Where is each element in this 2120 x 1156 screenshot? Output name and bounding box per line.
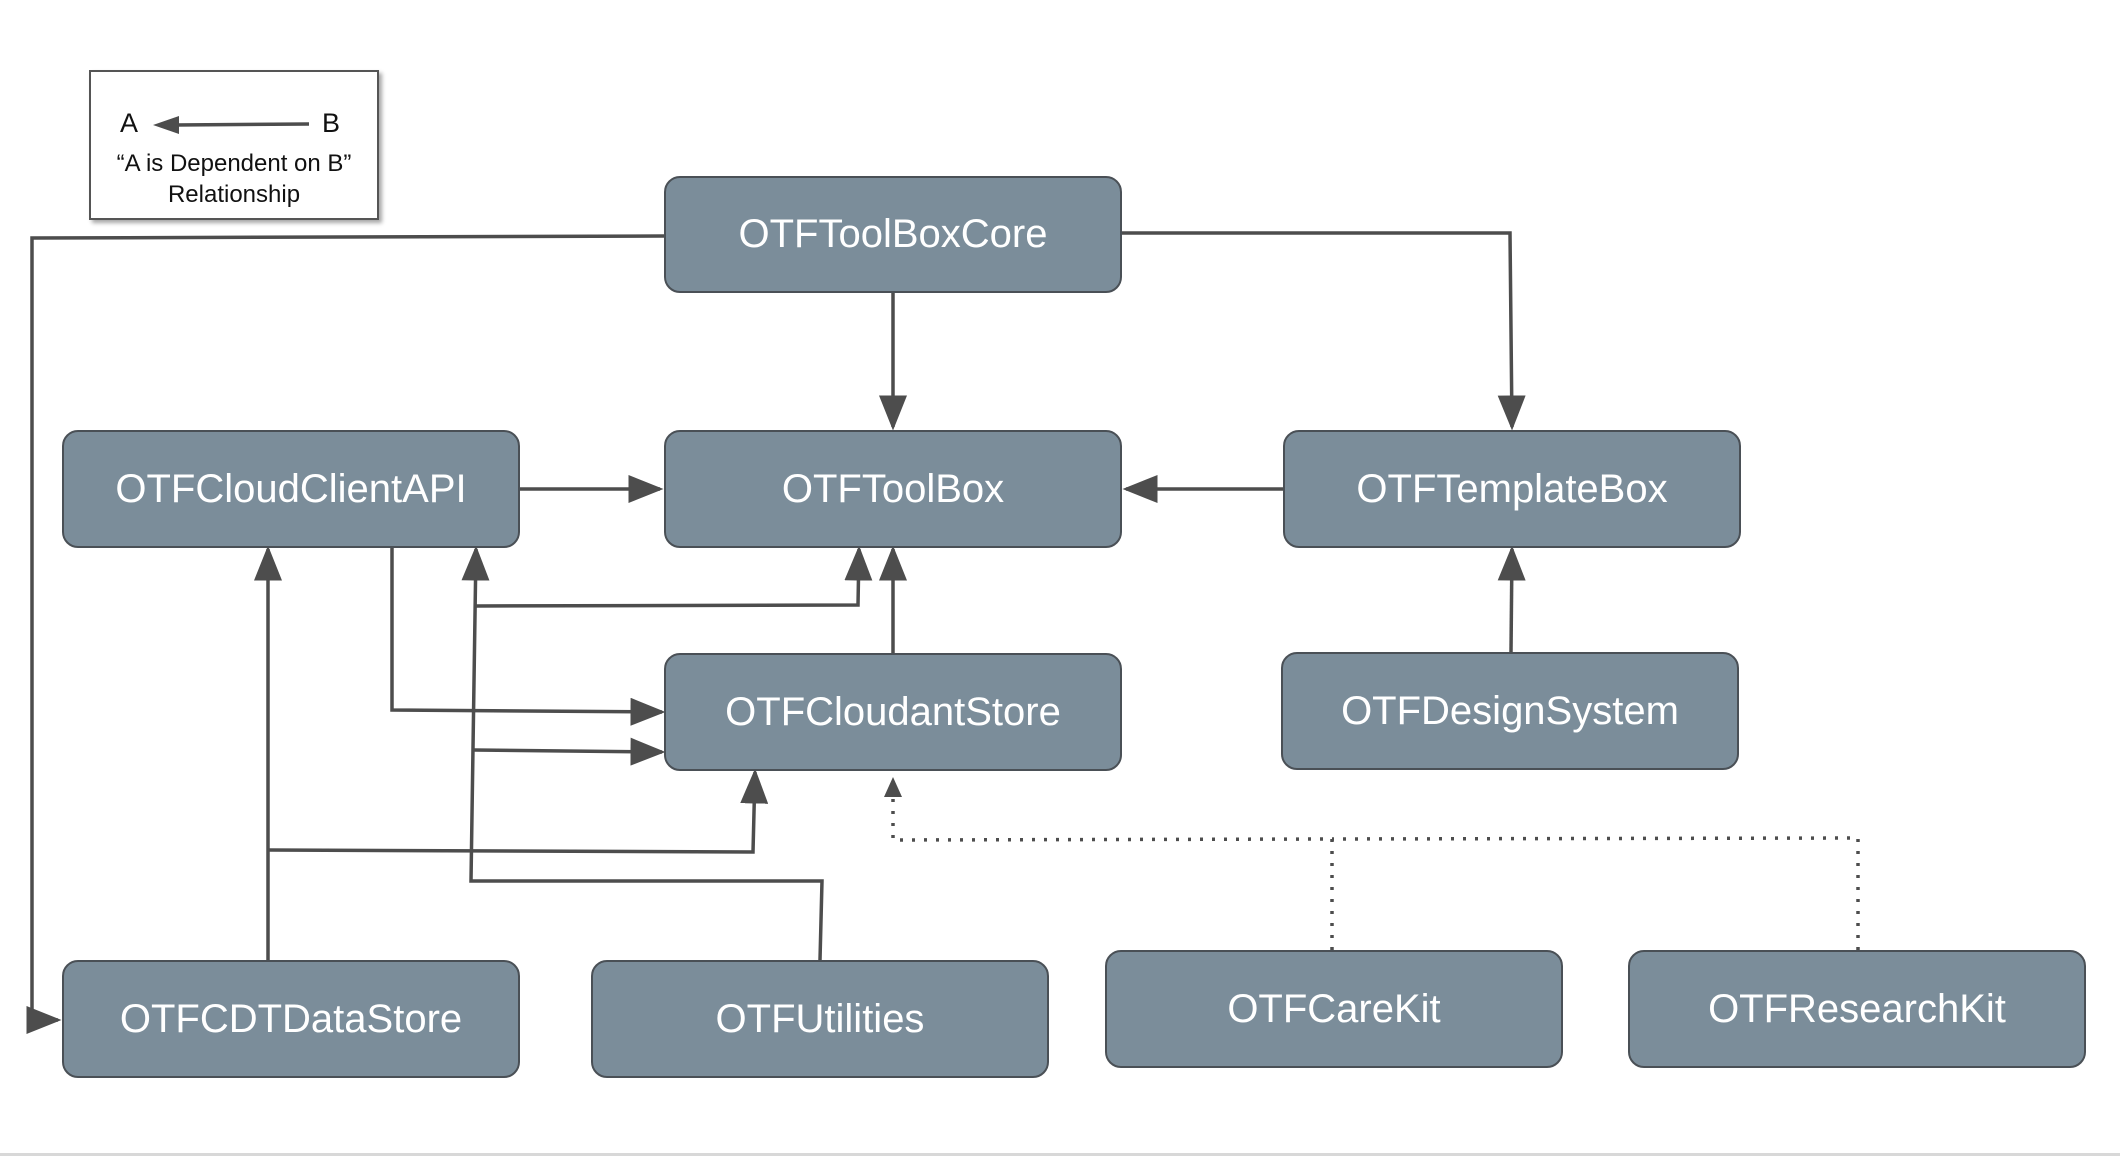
bottom-divider [0, 1153, 2120, 1156]
legend-label-b: B [322, 108, 341, 138]
edge-utilities-to-toolbox [475, 545, 873, 608]
node-otfutilities[interactable]: OTFUtilities [591, 960, 1049, 1078]
node-otfcdtdatastore[interactable]: OTFCDTDataStore [62, 960, 520, 1078]
legend-label-a: A [120, 108, 139, 138]
node-otfcloudclientapi[interactable]: OTFCloudClientAPI [62, 430, 520, 548]
node-otftoolbox[interactable]: OTFToolBox [664, 430, 1122, 548]
edge-researchkit-to-cloudant [1331, 836, 1860, 950]
edge-cloudclient-to-cloudant [390, 547, 666, 726]
legend-caption: “A is Dependent on B” [116, 150, 352, 177]
node-otfcloudantstore[interactable]: OTFCloudantStore [664, 653, 1122, 771]
edge-utilities-to-cloudant [473, 737, 666, 766]
node-otfresearchkit[interactable]: OTFResearchKit [1628, 950, 2086, 1068]
edge-utilities-trunk [461, 545, 824, 961]
legend-caption-relationship: Relationship [167, 181, 301, 208]
node-otftemplatebox[interactable]: OTFTemplateBox [1283, 430, 1741, 548]
dotted-arrowhead [884, 777, 902, 797]
node-otfdesignsystem[interactable]: OTFDesignSystem [1281, 652, 1739, 770]
legend-box: A B “A is Dependent on B” Relationship [89, 70, 379, 220]
node-otftoolboxcore[interactable]: OTFToolBoxCore [664, 176, 1122, 293]
node-otfcarekit[interactable]: OTFCareKit [1105, 950, 1563, 1068]
edge-carekit-to-cloudant [891, 790, 1334, 950]
edge-cdt-to-cloudant [267, 768, 769, 854]
edge-core-to-cdtdatastore [26, 234, 665, 1034]
edge-core-to-templatebox [1122, 231, 1526, 431]
edge-designsystem-to-templatebox [1497, 545, 1526, 653]
legend-arrow-icon [153, 116, 310, 134]
